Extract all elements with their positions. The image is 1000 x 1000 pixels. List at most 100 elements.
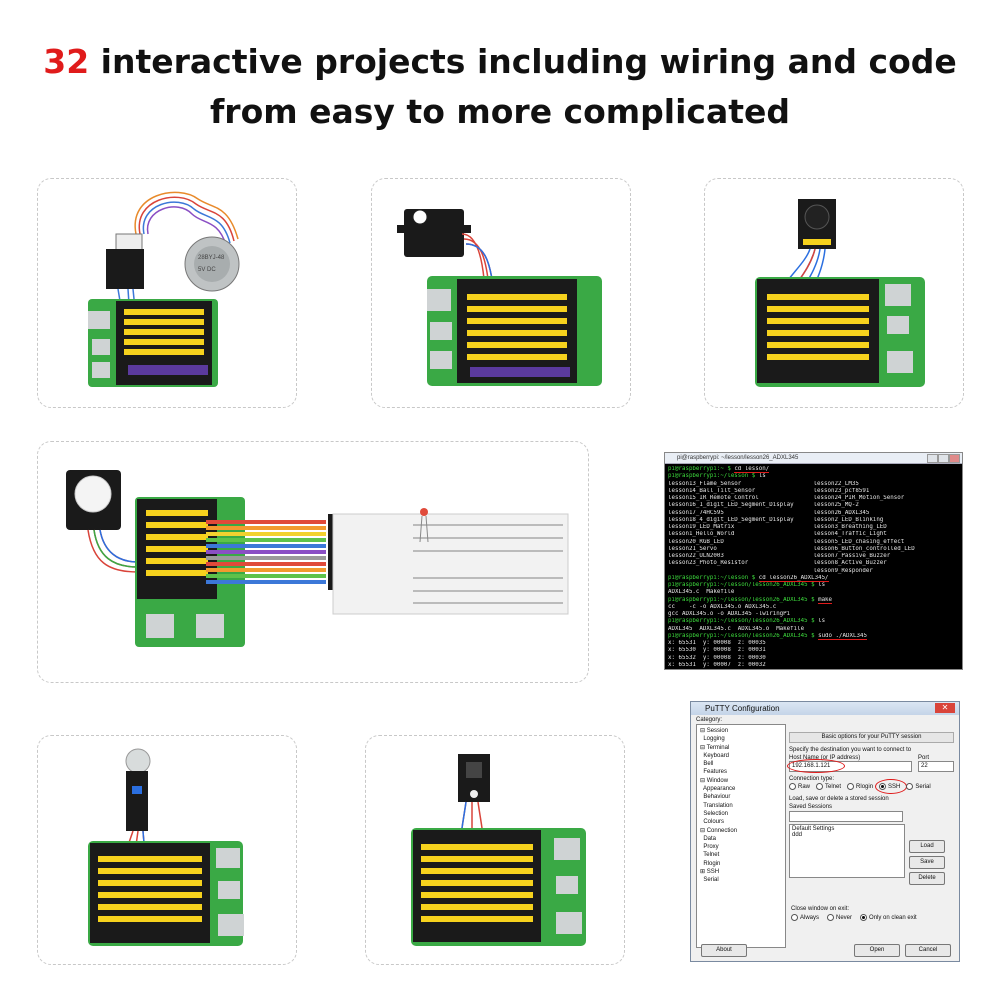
putty-title: PuTTY Configuration bbox=[705, 704, 780, 713]
headline-text-1: interactive projects including wiring an… bbox=[89, 42, 957, 81]
terminal-listing-entry: lesson6_Button_controlled_LED bbox=[813, 545, 915, 552]
saved-session-item[interactable]: ddd bbox=[792, 832, 803, 839]
terminal-line: pi@raspberrypi:~/lesson $ ls bbox=[668, 473, 766, 480]
category-tree-item[interactable]: ⊟ Connection bbox=[700, 827, 738, 834]
delete-button[interactable]: Delete bbox=[909, 872, 945, 885]
category-tree-item[interactable]: Colours bbox=[700, 819, 725, 826]
project-card-servo bbox=[371, 178, 631, 408]
minimize-icon[interactable] bbox=[927, 454, 938, 463]
project-card-joystick bbox=[704, 178, 964, 408]
radio-icon[interactable] bbox=[847, 783, 855, 790]
terminal-listing-entry: lesson17_74HC595 bbox=[668, 509, 724, 516]
terminal-listing-row: lesson19_LED_Matrix lesson3_Breathing_LED bbox=[668, 524, 959, 531]
connection-type-option[interactable]: SSH bbox=[875, 779, 908, 794]
terminal-line: x: 65531 y: 00008 z: 00035 bbox=[668, 640, 766, 646]
headline-line-2: from easy to more complicated bbox=[209, 92, 791, 131]
terminal-listing-entry: lesson1_Hello_World bbox=[668, 531, 735, 538]
load-button[interactable]: Load bbox=[909, 840, 945, 853]
terminal-line: x: 65531 y: 00007 z: 00032 bbox=[668, 661, 766, 668]
terminal-listing-row: lesson9_Responder bbox=[668, 568, 959, 575]
category-tree-items: ⊟ Session Logging⊟ Terminal Keyboard Bel… bbox=[697, 725, 785, 887]
radio-icon[interactable] bbox=[860, 914, 868, 921]
terminal-listing-entry: lesson22_LM35 bbox=[813, 480, 859, 487]
radio-icon[interactable] bbox=[827, 914, 835, 921]
terminal-line: x: 65532 y: 00008 z: 00030 bbox=[668, 654, 766, 661]
host-input[interactable]: 192.168.1.121 bbox=[787, 759, 912, 773]
terminal-title: pi@raspberrypi: ~/lesson/lesson26_ADXL34… bbox=[677, 455, 799, 461]
open-button[interactable]: Open bbox=[854, 944, 900, 957]
category-tree-item[interactable]: Proxy bbox=[700, 844, 719, 851]
terminal-listing-entry: lesson8_Active_Buzzer bbox=[813, 560, 887, 567]
category-tree-item[interactable]: Features bbox=[700, 769, 728, 776]
category-tree-item[interactable]: ⊟ Session bbox=[700, 728, 729, 734]
radio-icon[interactable] bbox=[816, 783, 824, 790]
category-tree-item[interactable]: ⊟ Window bbox=[700, 777, 729, 784]
category-tree-item[interactable]: Telnet bbox=[700, 852, 720, 859]
servo-wiring-illustration bbox=[397, 209, 602, 386]
terminal-title-bar: pi@raspberrypi: ~/lesson/lesson26_ADXL34… bbox=[665, 453, 962, 464]
connection-type-option[interactable]: Rlogin bbox=[847, 783, 873, 790]
close-window-option[interactable]: Always bbox=[791, 914, 819, 921]
stepper-motor-wiring-illustration: 28BYJ-48 5V DC bbox=[88, 191, 240, 387]
terminal-line: pi@raspberrypi:~ $ cd lesson/ bbox=[668, 466, 770, 473]
about-button[interactable]: About bbox=[701, 944, 747, 957]
close-window-option[interactable]: Never bbox=[827, 914, 852, 921]
terminal-listing-entry: lesson13_Flame_Sensor bbox=[668, 480, 742, 487]
category-tree-item[interactable]: Data bbox=[700, 835, 717, 842]
terminal-listing-entry: lesson19_LED_Matrix bbox=[668, 524, 735, 530]
terminal-line: x: 65530 y: 00008 z: 00031 bbox=[668, 647, 766, 654]
terminal-listing-entry: lesson16_1_digit_LED_Segment_Display bbox=[668, 502, 794, 509]
close-window-option[interactable]: Only on clean exit bbox=[860, 914, 917, 921]
cancel-button[interactable]: Cancel bbox=[905, 944, 951, 957]
sensor-module-wiring-illustration bbox=[88, 748, 244, 946]
project-card-pir-breadboard bbox=[37, 441, 589, 683]
category-tree-item[interactable]: Keyboard bbox=[700, 752, 730, 759]
connection-type-option[interactable]: Telnet bbox=[816, 783, 841, 790]
terminal-listing-entry: lesson24_PIR_Motion_Sensor bbox=[813, 495, 905, 501]
category-tree-item[interactable]: Selection bbox=[700, 810, 729, 817]
port-input[interactable]: 22 bbox=[918, 761, 954, 772]
category-tree-item[interactable]: ⊟ Terminal bbox=[700, 744, 730, 751]
category-tree-item[interactable]: Bell bbox=[700, 761, 714, 768]
radio-icon[interactable] bbox=[906, 783, 914, 790]
connection-type-option[interactable]: Serial bbox=[906, 783, 931, 790]
destination-label: Specify the destination you want to conn… bbox=[789, 747, 912, 753]
category-tree-item[interactable]: Logging bbox=[700, 736, 725, 743]
radio-icon[interactable] bbox=[789, 783, 796, 790]
joystick-wiring-illustration bbox=[755, 199, 925, 387]
terminal-line: cc -c -o ADXL345.o ADXL345.c bbox=[668, 603, 777, 610]
terminal-listing-entry: lesson9_Responder bbox=[813, 567, 873, 574]
category-tree-item[interactable]: Serial bbox=[700, 877, 719, 884]
headline-line-1: 32 interactive projects including wiring… bbox=[0, 45, 1000, 78]
category-tree-item[interactable]: Appearance bbox=[700, 786, 736, 793]
small-module-wiring-illustration bbox=[411, 754, 586, 946]
port-value: 22 bbox=[921, 763, 928, 769]
saved-session-item[interactable]: Default Settings bbox=[792, 826, 835, 833]
terminal-listing-entry: lesson4_Traffic_Light bbox=[813, 531, 887, 538]
save-button[interactable]: Save bbox=[909, 856, 945, 869]
close-window-label: Close window on exit: bbox=[791, 906, 850, 912]
close-icon[interactable]: ✕ bbox=[935, 703, 955, 713]
connection-type-option[interactable]: Raw bbox=[789, 783, 810, 790]
category-tree-item[interactable]: Translation bbox=[700, 802, 733, 809]
category-tree-item[interactable]: Rlogin bbox=[700, 860, 721, 867]
radio-icon[interactable] bbox=[791, 914, 798, 921]
category-tree[interactable]: ⊟ Session Logging⊟ Terminal Keyboard Bel… bbox=[696, 724, 786, 948]
category-tree-item[interactable]: ⊞ SSH bbox=[700, 869, 720, 876]
terminal-listing-entry: lesson3_Breathing_LED bbox=[813, 524, 887, 530]
saved-session-input[interactable] bbox=[789, 811, 903, 823]
maximize-icon[interactable] bbox=[938, 454, 949, 463]
pir-breadboard-wiring-illustration bbox=[66, 470, 569, 647]
category-tree-item[interactable]: Behaviour bbox=[700, 794, 731, 801]
close-icon[interactable] bbox=[949, 454, 960, 463]
terminal-line: pi@raspberrypi:~/lesson/lesson26_ADXL345… bbox=[668, 618, 826, 625]
